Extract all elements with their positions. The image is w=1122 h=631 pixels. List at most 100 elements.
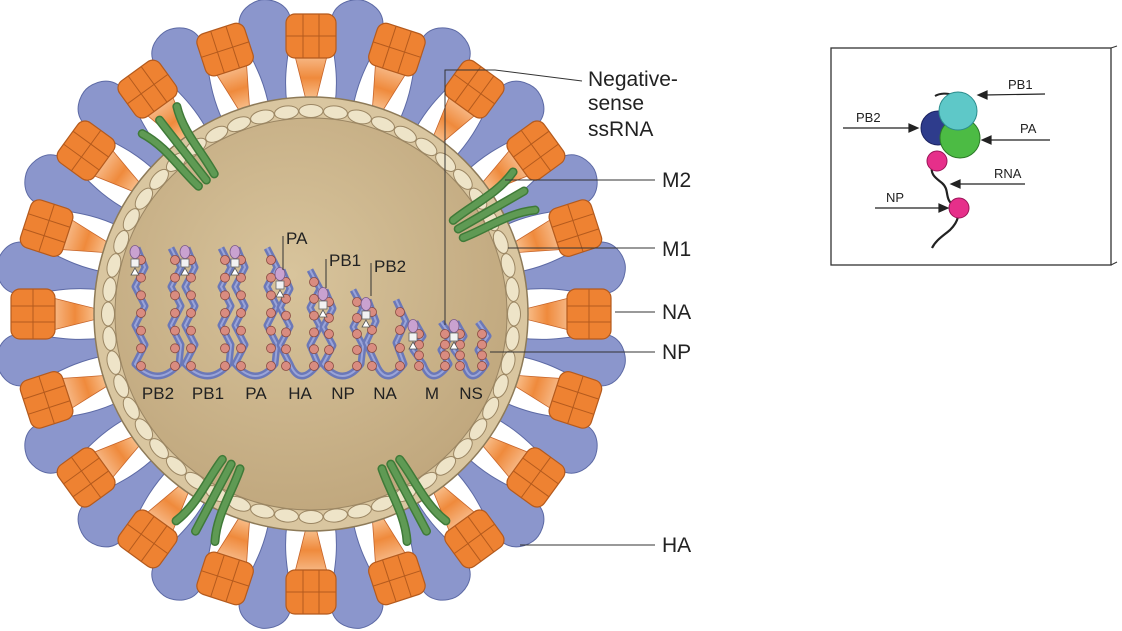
component-labels: Negative- sense ssRNA M2 M1 NA NP HA <box>588 68 691 557</box>
segment-label: PB2 <box>142 384 174 403</box>
na-spike <box>196 515 254 606</box>
m1-bead <box>134 418 154 441</box>
polymerase-callouts: PA PB1 PB2 <box>282 229 406 296</box>
m1-bead <box>468 418 488 441</box>
rnp-segment <box>274 267 324 380</box>
label-na: NA <box>662 301 691 324</box>
m1-bead <box>435 152 457 172</box>
label-m2: M2 <box>662 169 691 192</box>
m1-bead <box>250 109 275 125</box>
m1-bead <box>492 374 509 398</box>
label-np: NP <box>662 341 691 364</box>
na-spike <box>432 59 505 145</box>
m1-bead <box>227 116 251 133</box>
m1-bead <box>165 456 187 476</box>
m1-bead <box>101 301 115 327</box>
segment-label: HA <box>288 384 312 403</box>
m1-bead <box>347 109 372 125</box>
m1-bead <box>205 125 229 143</box>
inset-frame <box>830 47 1112 266</box>
m1-bead <box>482 396 500 420</box>
na-spike <box>56 435 142 508</box>
polymerase-label-pb2: PB2 <box>374 257 406 276</box>
rnp-segment <box>407 319 455 380</box>
inset-label-np: NP <box>886 190 904 205</box>
m1-bead <box>274 508 299 523</box>
m1-bead <box>500 350 516 375</box>
polymerase-label-pb1: PB1 <box>329 251 361 270</box>
m1-bead <box>106 253 122 278</box>
na-spike <box>10 288 98 340</box>
m1-bead <box>393 125 417 143</box>
label-negative-sense-line2: sense <box>588 92 644 115</box>
na-spike <box>285 13 337 101</box>
m1-bead <box>122 396 140 420</box>
na-spike <box>480 435 566 508</box>
m1-bead <box>507 301 521 327</box>
inset-pb1-circle <box>938 91 978 131</box>
m1-bead <box>323 508 348 523</box>
na-spike <box>285 527 337 615</box>
m1-bead <box>149 168 169 190</box>
m1-bead <box>102 277 117 302</box>
m1-bead <box>453 168 473 190</box>
segment-label: NS <box>459 384 483 403</box>
segment-label: M <box>425 384 439 403</box>
rnp-segment <box>317 287 367 380</box>
m2-channel-layer <box>137 102 540 547</box>
na-spike <box>19 199 110 257</box>
rnp-segment <box>179 245 235 380</box>
m1-bead <box>102 326 117 351</box>
rnp-segment <box>448 319 492 380</box>
label-ha: HA <box>662 534 691 557</box>
inset-label-rna: RNA <box>994 166 1022 181</box>
label-m1: M1 <box>662 238 691 261</box>
m1-bead <box>274 105 299 120</box>
m1-bead <box>106 350 122 375</box>
segment-labels: PB2 PB1 PA HA NP NA M NS <box>142 384 483 403</box>
m1-bead <box>149 438 169 460</box>
rnp-segment <box>229 245 281 380</box>
m1-bead <box>113 374 130 398</box>
na-spike-layer <box>10 13 612 615</box>
segment-label: NA <box>373 384 397 403</box>
inset-label-pb1: PB1 <box>1008 77 1033 92</box>
rnp-segment <box>129 245 185 380</box>
rnp-segment <box>360 297 410 380</box>
m1-bead <box>505 277 520 302</box>
m1-bead <box>347 503 372 519</box>
m1-bead <box>250 503 275 519</box>
na-spike <box>512 371 603 429</box>
rnp-segments <box>129 245 492 380</box>
m2-channel <box>377 454 451 547</box>
m1-bead <box>298 104 324 118</box>
label-negative-sense-line3: ssRNA <box>588 118 653 141</box>
m2-channel <box>137 102 219 191</box>
polymerase-label-pa: PA <box>286 229 308 248</box>
m1-bead <box>134 187 154 210</box>
na-spike <box>117 483 190 569</box>
segment-label: PB1 <box>192 384 224 403</box>
na-spike <box>117 59 190 145</box>
m2-channel <box>171 454 245 547</box>
m1-bead <box>500 253 516 278</box>
na-spike <box>19 371 110 429</box>
na-spike <box>480 120 566 193</box>
na-spike <box>512 199 603 257</box>
m1-bead <box>453 438 473 460</box>
m1-bead <box>505 326 520 351</box>
m1-bead <box>323 105 348 120</box>
m1-bead <box>298 510 324 524</box>
callout-lines <box>444 69 655 546</box>
m1-bead <box>122 208 140 232</box>
m1-bead <box>113 230 130 254</box>
na-spike <box>196 22 254 113</box>
m2-channel <box>448 167 540 243</box>
inset-np-circle-2 <box>948 197 970 219</box>
segment-label: PA <box>245 384 267 403</box>
segment-label: NP <box>331 384 355 403</box>
na-spike <box>524 288 612 340</box>
rnp-inset: PB1 PB2 PA RNA NP <box>830 45 1118 266</box>
label-negative-sense-line1: Negative- <box>588 68 678 91</box>
